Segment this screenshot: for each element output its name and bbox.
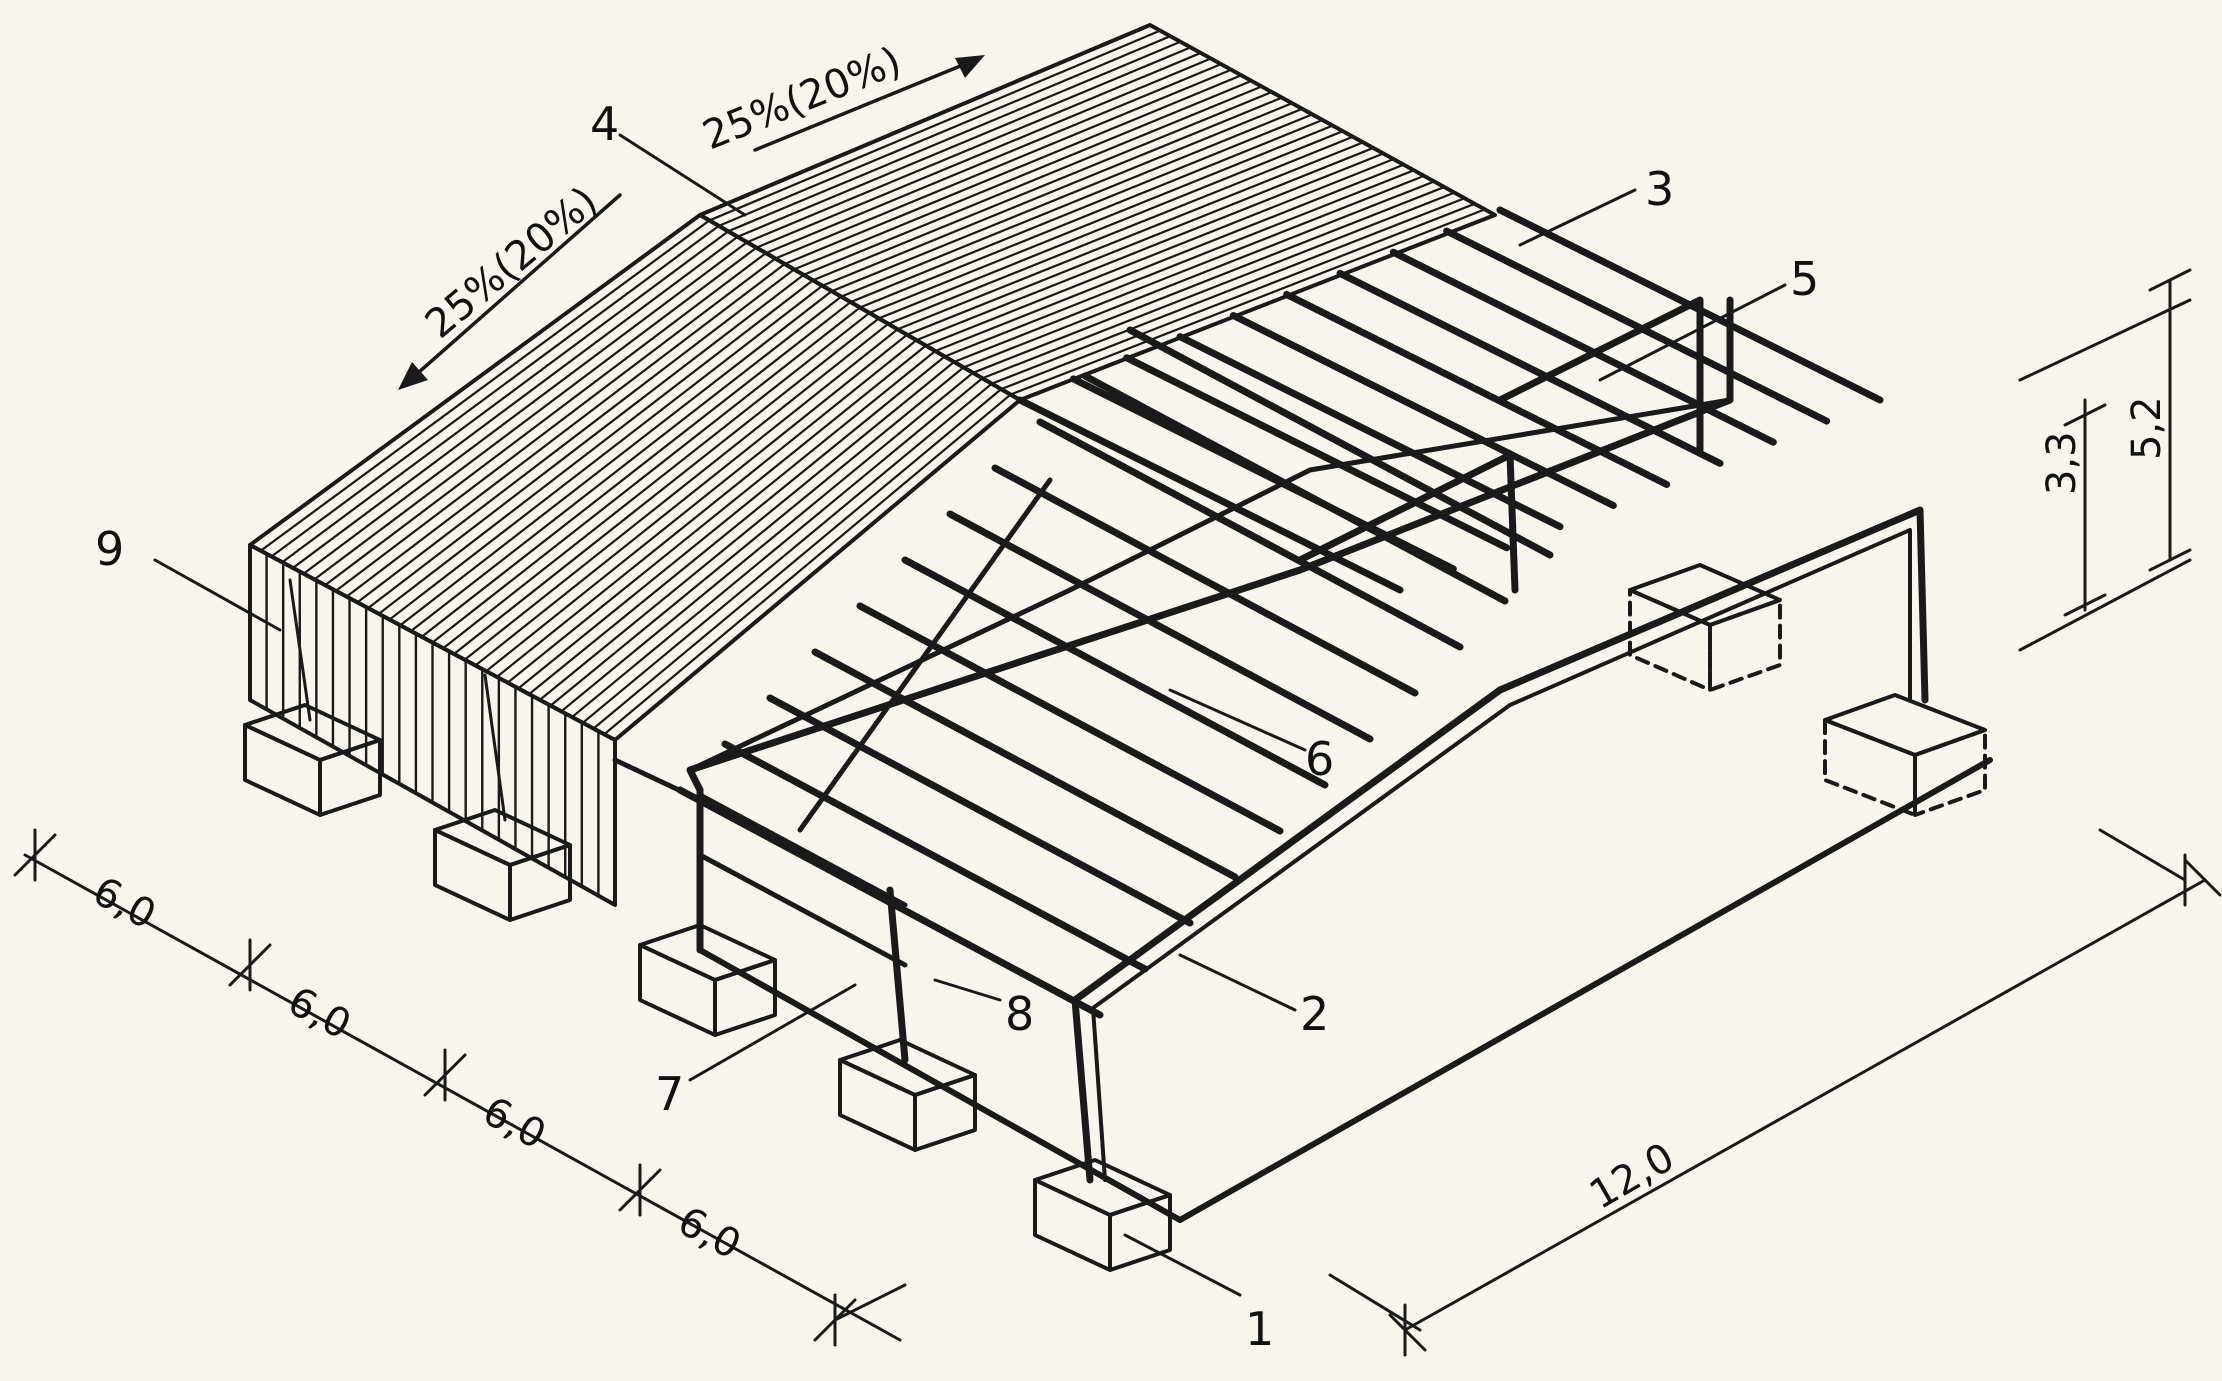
foundation-block — [638, 923, 777, 1037]
label-1: 1 — [1245, 1302, 1274, 1356]
roof-back-slope — [698, 23, 1497, 402]
foundation-block — [1628, 563, 1782, 692]
wall-cladding — [248, 543, 617, 907]
dim-span: 12,0 — [1582, 1134, 1682, 1218]
foundation-block — [433, 808, 572, 922]
portal-frames — [686, 296, 1929, 1184]
leader-lines — [153, 133, 1787, 1297]
label-7: 7 — [655, 1067, 684, 1121]
dim-bay-2: 6,0 — [280, 978, 358, 1048]
foundations — [243, 563, 1987, 1272]
roof-front-slope — [248, 213, 1022, 742]
foundation-block — [1823, 693, 1987, 817]
span-dimension-line — [1328, 828, 2222, 1357]
label-8: 8 — [1005, 987, 1034, 1041]
wall-rails — [612, 757, 908, 968]
label-4: 4 — [590, 97, 619, 151]
dim-height-eave: 3,3 — [2039, 431, 2085, 495]
dim-bay-3: 6,0 — [475, 1088, 553, 1158]
purlins — [676, 206, 1884, 1019]
bay-dimension-line — [13, 828, 907, 1347]
base-lines — [697, 757, 1993, 1223]
label-9: 9 — [95, 522, 124, 576]
label-3: 3 — [1645, 162, 1674, 216]
slope-arrow-back — [753, 55, 985, 152]
slope-label-front: 25%(20%) — [417, 178, 607, 348]
label-5: 5 — [1790, 252, 1819, 306]
dim-bay-1: 6,0 — [85, 868, 163, 938]
ridge-line — [797, 477, 1053, 833]
label-2: 2 — [1300, 987, 1329, 1041]
slope-arrow-front — [398, 193, 622, 390]
dim-height-ridge: 5,2 — [2124, 396, 2170, 460]
height-dimension-lines — [2018, 268, 2192, 652]
dim-bay-4: 6,0 — [670, 1198, 748, 1268]
foundation-block — [838, 1038, 977, 1152]
foundation-block — [243, 703, 382, 817]
label-6: 6 — [1305, 732, 1334, 786]
